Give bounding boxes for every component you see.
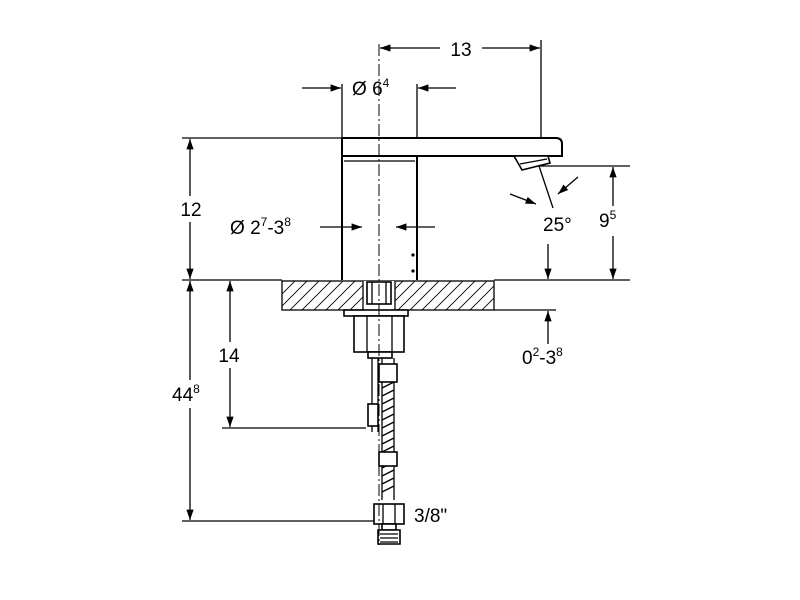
label-deck-thickness: 02-38 xyxy=(522,345,563,369)
deck-hatching xyxy=(282,281,494,310)
label-connection: 3/8" xyxy=(414,506,447,527)
dimension-spout-height: 95 xyxy=(544,167,628,279)
faucet-body xyxy=(341,137,563,280)
label-hose-min: 14 xyxy=(218,346,240,367)
mounting-hardware xyxy=(343,309,409,359)
dimension-total-below: 448 xyxy=(171,281,215,520)
label-spout-reach: 13 xyxy=(450,40,471,61)
dimension-spout-reach: 13 xyxy=(380,36,540,61)
label-body-diameter: Ø 64 xyxy=(352,76,390,100)
label-spout-angle: 25° xyxy=(543,215,572,236)
dimension-body-diameter: Ø 64 xyxy=(302,76,456,100)
dimension-hole-diameter: Ø 27-38 xyxy=(230,215,435,239)
label-total-below: 448 xyxy=(172,382,200,406)
dimension-spout-angle: 25° xyxy=(509,165,579,236)
dimension-deck-thickness: 02-38 xyxy=(522,311,563,369)
label-spout-height: 95 xyxy=(599,208,617,232)
dimension-body-height: 12 xyxy=(176,139,206,279)
extension-lines xyxy=(182,40,630,522)
dimension-hose-min: 14 xyxy=(214,281,244,427)
label-body-height: 12 xyxy=(180,200,201,221)
label-hole-diameter: Ø 27-38 xyxy=(230,215,291,239)
deck-section xyxy=(281,280,495,311)
supply-hoses xyxy=(367,358,405,545)
